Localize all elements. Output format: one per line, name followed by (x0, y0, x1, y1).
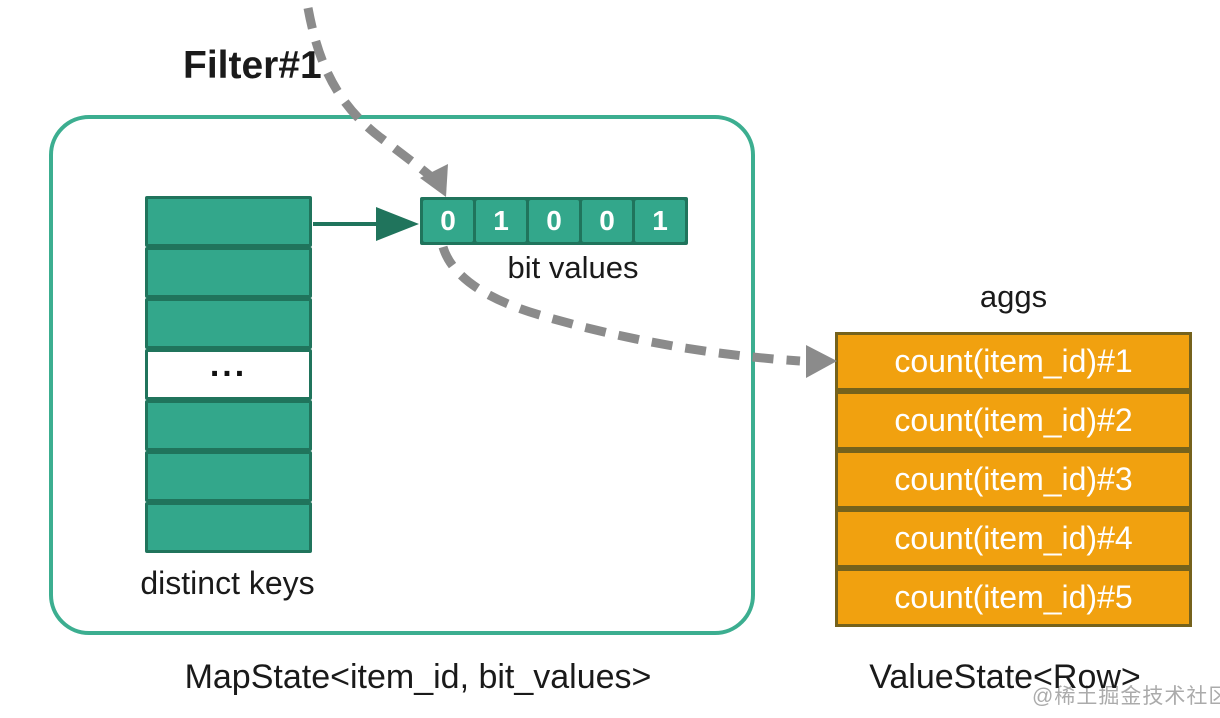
distinct-keys-stack: ... (145, 196, 312, 553)
agg-row: count(item_id)#5 (835, 568, 1192, 627)
bit-cell: 0 (582, 200, 632, 242)
aggs-label: aggs (979, 279, 1048, 314)
mapstate-caption: MapState<item_id, bit_values> (184, 658, 652, 696)
distinct-key-row (145, 247, 312, 298)
distinct-key-row (145, 502, 312, 553)
bit-cell: 1 (635, 200, 685, 242)
valuestate-caption: ValueState<Row> (869, 658, 1141, 696)
bit-cell: 0 (529, 200, 579, 242)
bit-cell: 0 (423, 200, 473, 242)
distinct-keys-label: distinct keys (140, 565, 315, 601)
distinct-key-row (145, 451, 312, 502)
distinct-key-row (145, 400, 312, 451)
watermark-text: @稀土掘金技术社区 (1032, 685, 1220, 708)
bit-values-label: bit values (507, 250, 639, 285)
distinct-key-row (145, 298, 312, 349)
agg-row: count(item_id)#1 (835, 332, 1192, 391)
distinct-key-row (145, 196, 312, 247)
filter-label: Filter#1 (183, 44, 322, 87)
distinct-key-row-ellipsis: ... (145, 346, 312, 400)
agg-row: count(item_id)#4 (835, 509, 1192, 568)
agg-row: count(item_id)#2 (835, 391, 1192, 450)
agg-row: count(item_id)#3 (835, 450, 1192, 509)
bit-cell: 1 (476, 200, 526, 242)
